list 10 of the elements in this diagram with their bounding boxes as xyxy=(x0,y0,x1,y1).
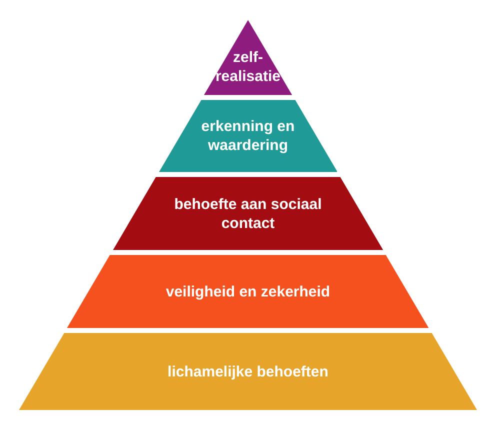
pyramid-band xyxy=(19,333,477,410)
pyramid-band xyxy=(112,177,384,250)
level-label: zelf-realisatie xyxy=(214,48,282,86)
level-label: veiligheid en zekerheid xyxy=(164,282,332,301)
pyramid-band xyxy=(158,100,338,172)
level-label: behoefte aan sociaal contact xyxy=(173,194,323,232)
pyramid-top xyxy=(204,20,292,95)
level-label: erkenning en waardering xyxy=(200,117,296,155)
level-label: lichamelijke behoeften xyxy=(166,362,330,381)
pyramid-band xyxy=(67,255,429,328)
